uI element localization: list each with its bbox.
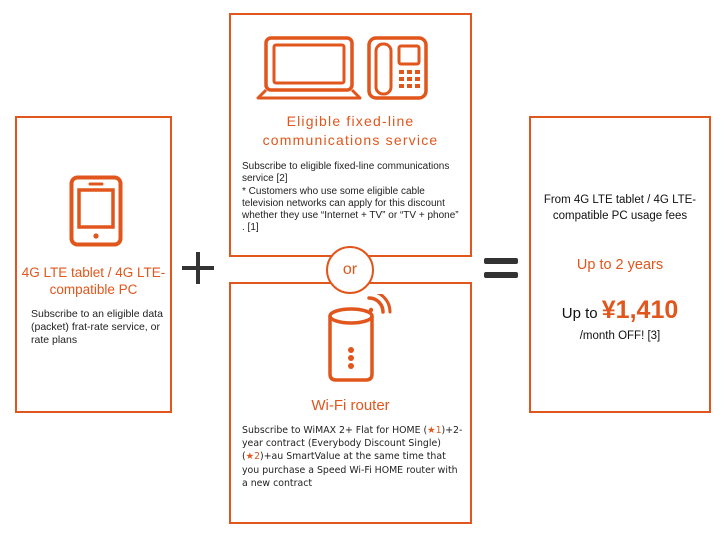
- price-amount: ¥1,410: [601, 296, 679, 324]
- or-badge: or: [326, 246, 374, 294]
- laptop-icon: [256, 36, 362, 100]
- star-icon: ★: [427, 425, 436, 436]
- wifi-router-panel: Wi-Fi router Subscribe to WiMAX 2+ Flat …: [229, 282, 472, 524]
- discount-price: Up to ¥1,410: [531, 296, 709, 325]
- tablet-icon: [69, 175, 123, 247]
- discount-duration: Up to 2 years: [576, 257, 664, 273]
- fixed-line-description: Subscribe to eligible fixed-line communi…: [242, 161, 464, 235]
- footnote-ref: 1: [435, 425, 442, 436]
- tablet-pc-panel: 4G LTE tablet / 4G LTE-compatible PC Sub…: [15, 116, 172, 413]
- fixed-line-panel: Eligible fixed-line communications servi…: [229, 13, 472, 257]
- discount-target-text: From 4G LTE tablet / 4G LTE-compatible P…: [543, 194, 697, 222]
- wifi-router-title: Wi-Fi router: [311, 397, 390, 414]
- fixed-line-description-line1: Subscribe to eligible fixed-line communi…: [242, 161, 450, 185]
- footnote-ref: 2: [254, 451, 261, 463]
- price-prefix: Up to: [561, 305, 602, 322]
- laptop-and-phone-icons: [256, 36, 428, 100]
- router-desc-text: Subscribe to WiMAX 2+ Flat for HOME (: [242, 425, 428, 436]
- discount-result-panel: From 4G LTE tablet / 4G LTE-compatible P…: [529, 116, 711, 413]
- fixed-line-title: Eligible fixed-line communications servi…: [262, 113, 439, 148]
- equals-icon: [484, 258, 518, 278]
- router-desc-text: )+au SmartValue at the same time that yo…: [242, 451, 458, 489]
- desk-phone-icon: [367, 36, 428, 100]
- wifi-router-icon: [328, 294, 392, 382]
- fixed-line-description-note: * Customers who use some eligible cable …: [242, 185, 459, 234]
- router-desc-text: )+2-year contract (Everybody Discount Si…: [242, 425, 463, 463]
- tablet-pc-description: Subscribe to an eligible data (packet) f…: [31, 308, 163, 346]
- star-icon: ★: [245, 451, 255, 463]
- wifi-router-description: Subscribe to WiMAX 2+ Flat for HOME (★1)…: [242, 424, 464, 490]
- tablet-pc-title: 4G LTE tablet / 4G LTE-compatible PC: [21, 265, 166, 297]
- price-suffix: /month OFF! [3]: [579, 330, 661, 342]
- plus-icon: [182, 252, 214, 284]
